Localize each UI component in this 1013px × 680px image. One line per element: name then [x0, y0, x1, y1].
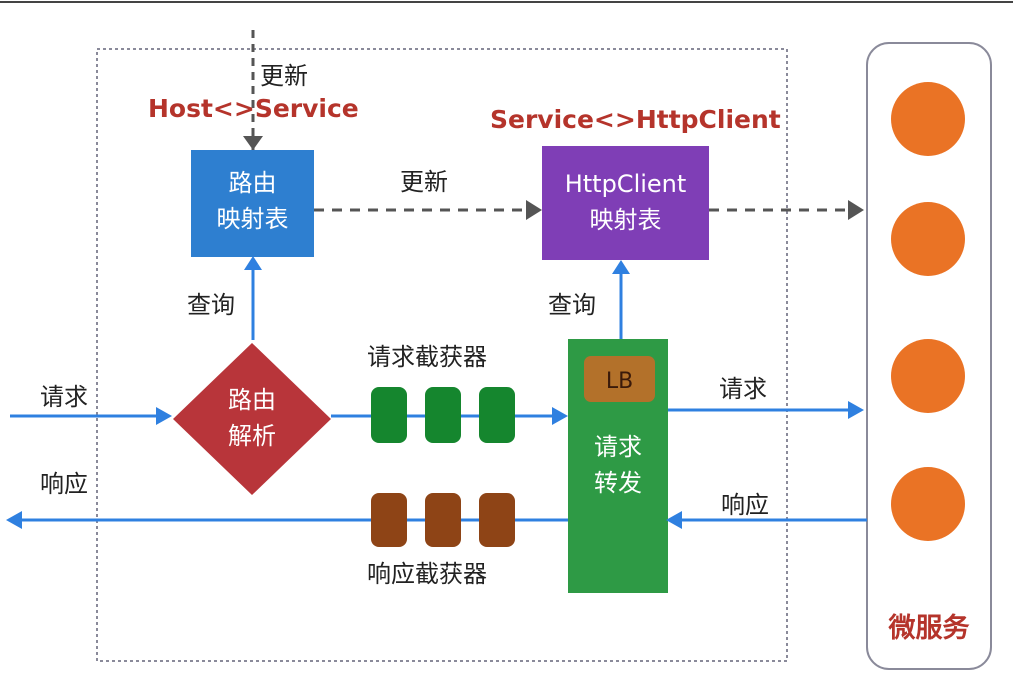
route-parse-line1: 路由 [228, 386, 276, 414]
query-arrowhead-right [612, 260, 630, 274]
response-interceptors-label: 响应截获器 [367, 560, 487, 588]
request-to-service-label: 请求 [719, 375, 767, 403]
request-in-arrowhead [156, 407, 172, 425]
microservice-node-2 [891, 202, 965, 276]
forward-line2: 转发 [594, 469, 642, 497]
update-dashed-arrowhead-middle [526, 200, 542, 220]
route-mapping-table [191, 150, 314, 257]
microservice-node-4 [891, 467, 965, 541]
microservice-node-3 [891, 339, 965, 413]
update-middle-label: 更新 [400, 168, 448, 196]
request-in-label: 请求 [40, 383, 88, 411]
gateway-container [96, 48, 788, 662]
response-interceptor-1 [371, 493, 407, 547]
response-from-service-arrowhead [666, 511, 682, 529]
response-out-label: 响应 [40, 470, 88, 498]
request-to-service-arrowhead [848, 401, 864, 419]
lb-box [584, 356, 655, 402]
query-left-label: 查询 [187, 291, 235, 319]
route-table-line2: 映射表 [217, 205, 289, 233]
route-parse-line2: 解析 [228, 422, 276, 450]
response-interceptor-3 [479, 493, 515, 547]
request-interceptors-label: 请求截获器 [367, 343, 487, 371]
host-service-label: Host<>Service [148, 94, 359, 123]
response-interceptor-2 [425, 493, 461, 547]
response-out-arrowhead [6, 511, 22, 529]
query-arrowhead-left [244, 256, 262, 270]
request-interceptor-1 [371, 387, 407, 443]
query-right-label: 查询 [548, 291, 596, 319]
httpclient-table-line2: 映射表 [590, 206, 662, 234]
microservice-node-1 [891, 82, 965, 156]
httpclient-mapping-table [542, 146, 709, 260]
route-table-line1: 路由 [229, 169, 277, 197]
update-dashed-arrowhead [243, 136, 263, 150]
httpclient-table-line1: HttpClient [565, 170, 687, 198]
request-pipeline-arrowhead [552, 407, 568, 425]
lb-label: LB [606, 369, 633, 394]
microservices-label: 微服务 [888, 613, 970, 644]
service-httpclient-label: Service<>HttpClient [490, 105, 781, 134]
request-interceptor-3 [479, 387, 515, 443]
route-parse-diamond [173, 343, 331, 495]
forward-line1: 请求 [594, 433, 642, 461]
request-interceptor-2 [425, 387, 461, 443]
update-top-label: 更新 [260, 62, 308, 90]
dispatch-dashed-arrowhead [848, 200, 864, 220]
response-from-service-label: 响应 [721, 491, 769, 519]
